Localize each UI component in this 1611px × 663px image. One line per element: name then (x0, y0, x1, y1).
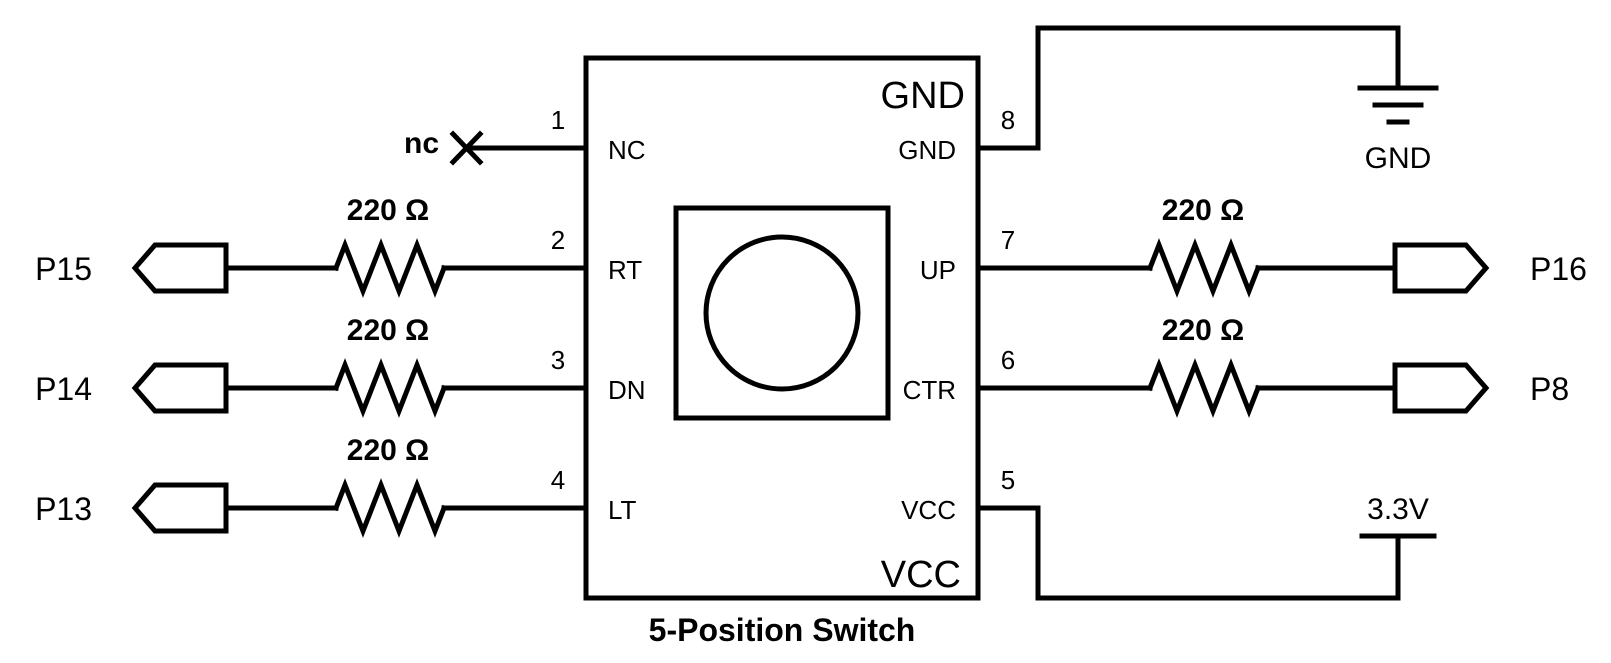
resistor-ctr (1146, 358, 1262, 418)
switch-actuator-circle (703, 234, 861, 392)
resistor-lt-value: 220 Ω (347, 434, 429, 467)
resistor-ctr-value: 220 Ω (1162, 314, 1244, 347)
component-bottom-label: VCC (881, 554, 961, 596)
pin-name-rt: RT (608, 255, 642, 285)
port-p8-shape (1392, 362, 1490, 414)
pin-number-1: 1 (551, 105, 565, 135)
pin-number-8: 8 (1001, 105, 1015, 135)
pin-1-nc-connection (449, 130, 589, 166)
port-p13-shape (131, 482, 229, 534)
pin-name-ctr: CTR (903, 375, 956, 405)
port-p15-label: P15 (35, 251, 92, 287)
port-p15-shape (131, 242, 229, 294)
pin-name-lt: LT (608, 495, 637, 525)
port-p14-shape (131, 362, 229, 414)
pin-3-dn-connection (131, 358, 589, 418)
port-p14-label: P14 (35, 371, 92, 407)
pin-name-up: UP (920, 255, 956, 285)
pin-7-up-connection (975, 238, 1490, 298)
pin-number-2: 2 (551, 225, 565, 255)
resistor-dn (332, 358, 448, 418)
pin-number-7: 7 (1001, 225, 1015, 255)
switch-actuator-square (673, 205, 891, 421)
port-p16-shape (1392, 242, 1490, 294)
nc-label: nc (404, 127, 439, 160)
pin-name-gnd: GND (898, 135, 956, 165)
pin-name-vcc: VCC (901, 495, 956, 525)
resistor-rt-value: 220 Ω (347, 194, 429, 227)
component-top-label: GND (881, 75, 965, 117)
pin-4-lt-connection (131, 478, 589, 538)
pin-name-nc: NC (608, 135, 646, 165)
pin-number-6: 6 (1001, 345, 1015, 375)
pin-2-rt-connection (131, 238, 589, 298)
pin-number-3: 3 (551, 345, 565, 375)
resistor-up (1146, 238, 1262, 298)
supply-label: 3.3V (1367, 493, 1429, 526)
port-p8-label: P8 (1530, 371, 1569, 407)
pin-number-4: 4 (551, 465, 565, 495)
pin-name-dn: DN (608, 375, 646, 405)
switch-body (583, 55, 981, 601)
resistor-up-value: 220 Ω (1162, 194, 1244, 227)
ground-label: GND (1365, 142, 1432, 175)
resistor-lt (332, 478, 448, 538)
pin-6-ctr-connection (975, 358, 1490, 418)
port-p16-label: P16 (1530, 251, 1587, 287)
resistor-rt (332, 238, 448, 298)
port-p13-label: P13 (35, 491, 92, 527)
component-title: 5-Position Switch (649, 612, 916, 648)
pin-8-gnd-connection (975, 25, 1439, 151)
pin-number-5: 5 (1001, 465, 1015, 495)
pin-5-vcc-connection (975, 505, 1437, 601)
resistor-dn-value: 220 Ω (347, 314, 429, 347)
